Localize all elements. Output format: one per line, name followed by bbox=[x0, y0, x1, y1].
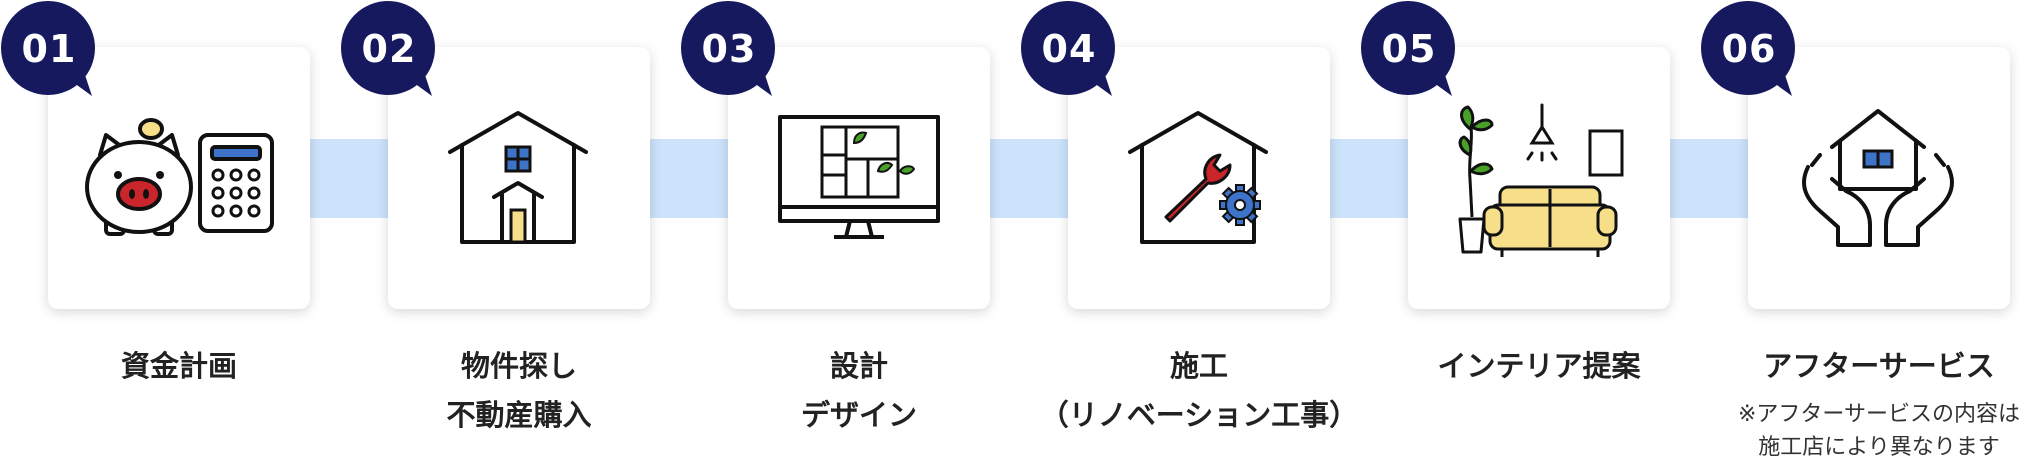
connector-5-6 bbox=[1668, 139, 1750, 218]
step-number: 02 bbox=[361, 27, 417, 71]
step-title: 物件探し bbox=[460, 349, 577, 383]
after-service-note: ※アフターサービスの内容は 施工店により異なります bbox=[1709, 398, 2035, 464]
step-badge-05: 05 bbox=[1360, 0, 1458, 98]
step-badge-03: 03 bbox=[680, 0, 778, 98]
piggy-bank-calculator-icon bbox=[85, 118, 274, 236]
step-number: 03 bbox=[701, 27, 757, 71]
connector-2-3 bbox=[648, 139, 730, 218]
step-badge-01: 01 bbox=[0, 0, 98, 98]
step-label-03: 設計 デザイン bbox=[689, 342, 1029, 440]
step-card-05 bbox=[1408, 47, 1670, 309]
connector-3-4 bbox=[988, 139, 1070, 218]
step-title: インテリア提案 bbox=[1437, 349, 1641, 383]
step-card-01 bbox=[48, 47, 310, 309]
step-subtitle: デザイン bbox=[800, 398, 917, 432]
house-wrench-gear-icon bbox=[1128, 111, 1268, 244]
step-card-06 bbox=[1748, 47, 2010, 309]
step-number: 06 bbox=[1721, 27, 1777, 71]
step-card-04 bbox=[1068, 47, 1330, 309]
step-title: 施工 bbox=[1169, 349, 1228, 383]
step-badge-04: 04 bbox=[1020, 0, 1118, 98]
step-card-03 bbox=[728, 47, 990, 309]
step-subtitle: （リノベーション工事） bbox=[1039, 398, 1359, 432]
hands-house-icon bbox=[1802, 109, 1954, 247]
connector-1-2 bbox=[308, 139, 390, 218]
step-number: 05 bbox=[1381, 27, 1437, 71]
step-title: 設計 bbox=[829, 349, 888, 383]
step-badge-06: 06 bbox=[1700, 0, 1798, 98]
step-badge-02: 02 bbox=[340, 0, 438, 98]
house-icon bbox=[448, 111, 588, 244]
step-card-02 bbox=[388, 47, 650, 309]
step-label-06: アフターサービス bbox=[1709, 342, 2035, 391]
step-label-04: 施工 （リノベーション工事） bbox=[1029, 342, 1369, 440]
step-number: 01 bbox=[21, 27, 77, 71]
step-subtitle: 不動産購入 bbox=[446, 398, 592, 432]
step-number: 04 bbox=[1041, 27, 1097, 71]
note-line-2: 施工店により異なります bbox=[1758, 435, 2000, 460]
step-title: アフターサービス bbox=[1763, 349, 1995, 383]
step-label-02: 物件探し 不動産購入 bbox=[349, 342, 689, 440]
sofa-plant-lamp-icon bbox=[1458, 103, 1624, 257]
step-label-01: 資金計画 bbox=[9, 342, 349, 391]
connector-4-5 bbox=[1328, 139, 1410, 218]
note-line-1: ※アフターサービスの内容は bbox=[1738, 402, 2020, 427]
step-title: 資金計画 bbox=[120, 349, 237, 383]
monitor-floorplan-icon bbox=[778, 115, 940, 239]
step-label-05: インテリア提案 bbox=[1369, 342, 1709, 391]
